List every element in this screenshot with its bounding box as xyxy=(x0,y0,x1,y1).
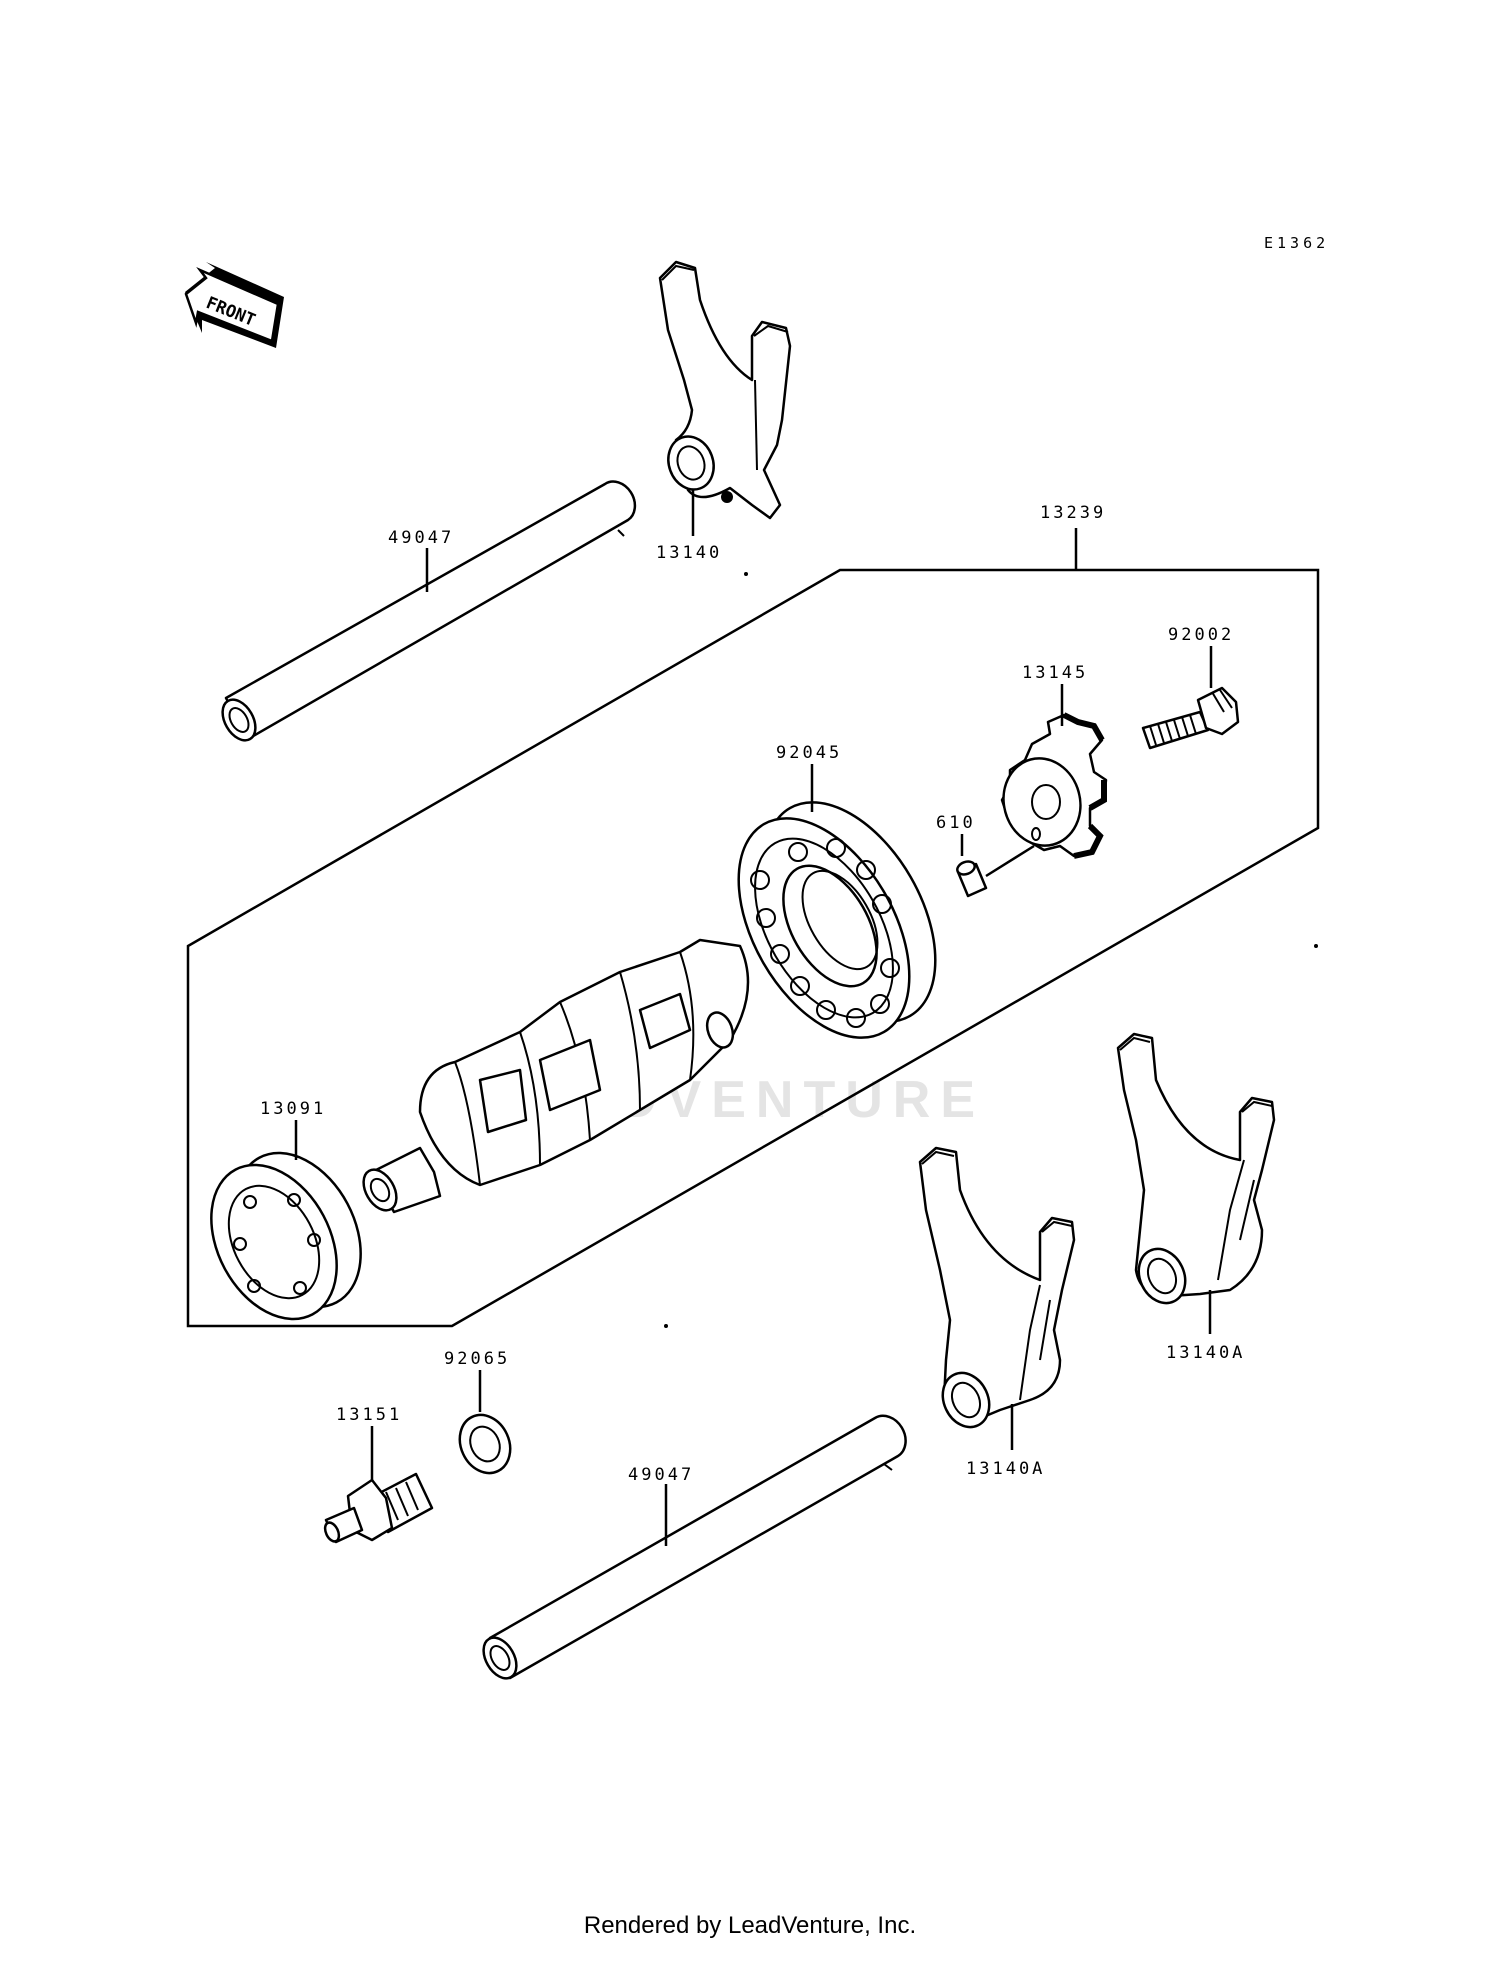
assembly-box-13239 xyxy=(186,568,1320,1328)
shift-rod-top[interactable] xyxy=(216,480,637,746)
label-13151: 13151 xyxy=(336,1405,402,1425)
pin-610[interactable] xyxy=(955,859,988,898)
leader-610-to-plate xyxy=(985,844,1035,878)
label-13145: 13145 xyxy=(1022,663,1088,683)
bolt-92002[interactable] xyxy=(1141,686,1240,750)
bearing-92045[interactable] xyxy=(703,773,970,1067)
label-13140A-right: 13140A xyxy=(1166,1343,1245,1363)
label-92065: 92065 xyxy=(444,1349,510,1369)
label-610: 610 xyxy=(936,813,976,833)
label-13091: 13091 xyxy=(260,1099,326,1119)
front-arrow-icon: FRONT xyxy=(184,262,284,348)
label-92002: 92002 xyxy=(1168,625,1234,645)
bearing-13091[interactable] xyxy=(186,1131,386,1340)
label-13140: 13140 xyxy=(656,543,722,563)
cam-plate-13145[interactable] xyxy=(994,712,1108,859)
diagram-code: E1362 xyxy=(1264,234,1329,252)
shift-fork-13140[interactable] xyxy=(658,260,792,520)
shift-fork-13140A-right[interactable] xyxy=(1116,1032,1276,1311)
label-13239: 13239 xyxy=(1040,503,1106,523)
label-92045: 92045 xyxy=(776,743,842,763)
neutral-switch-13151[interactable] xyxy=(322,1472,434,1544)
shift-fork-13140A-mid[interactable] xyxy=(918,1146,1076,1435)
footer-credit: Rendered by LeadVenture, Inc. xyxy=(583,1912,917,1939)
label-49047-top: 49047 xyxy=(388,528,454,548)
shift-drum[interactable] xyxy=(357,938,750,1216)
washer-92065[interactable] xyxy=(451,1407,520,1482)
label-13140A-mid: 13140A xyxy=(966,1459,1045,1479)
shift-rod-bottom[interactable] xyxy=(477,1414,907,1684)
label-49047-bottom: 49047 xyxy=(628,1465,694,1485)
